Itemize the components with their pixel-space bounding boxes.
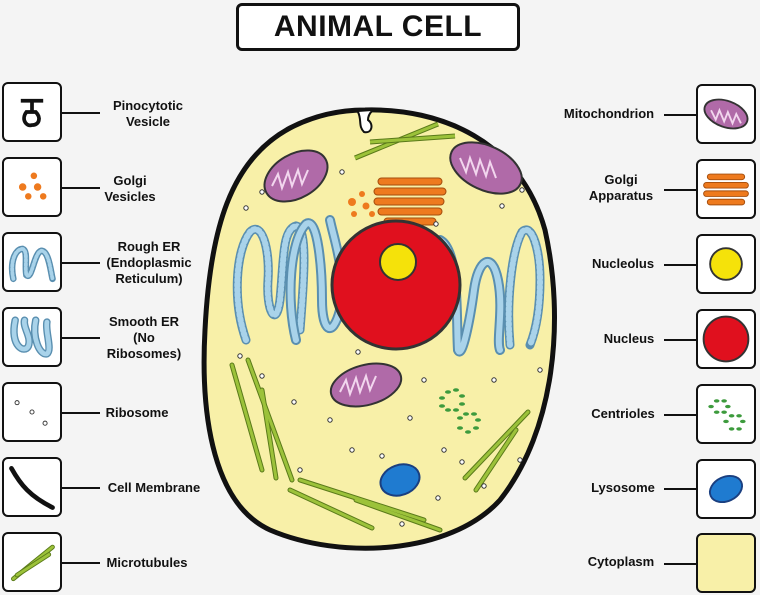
leader-mitochondrion — [664, 114, 696, 116]
label-line: Pinocytotic — [112, 98, 184, 113]
label-line: Centrioles — [591, 406, 655, 421]
key-golgi-vesicles — [2, 157, 62, 217]
key-mitochondrion — [696, 84, 756, 144]
pinocytotic-vesicle-icon — [20, 98, 44, 128]
key-smooth-er — [2, 307, 62, 367]
label-mitochondrion: Mitochondrion — [554, 106, 664, 122]
leader-cytoplasm — [664, 563, 696, 565]
label-line: (Endoplasmic — [106, 255, 192, 270]
label-line: Vesicles — [104, 189, 156, 204]
rough-er-right — [504, 225, 545, 350]
title-box: ANIMAL CELL — [236, 3, 520, 51]
label-pinocytotic-vesicle: Pinocytotic Vesicle — [88, 98, 208, 130]
label-line: Ribosome — [105, 405, 169, 420]
mitochondrion-icon — [703, 98, 749, 130]
label-line: Lysosome — [591, 480, 655, 495]
smooth-er-icon — [10, 316, 53, 358]
golgi-vesicles — [348, 191, 375, 217]
key-centrioles — [696, 384, 756, 444]
label-cell-membrane: Cell Membrane — [94, 480, 214, 496]
label-line: Vesicle — [125, 114, 171, 129]
label-rough-er: Rough ER (Endoplasmic Reticulum) — [89, 239, 209, 287]
label-centrioles: Centrioles — [568, 406, 678, 422]
microtubules-icon — [11, 544, 55, 582]
golgi-apparatus-icon — [703, 173, 749, 206]
ribosome-icon — [14, 400, 48, 426]
key-cell-membrane — [2, 457, 62, 517]
microtubules-lower — [229, 357, 531, 533]
nucleus — [330, 219, 462, 351]
lysosome — [379, 463, 421, 497]
leader-golgi-apparatus — [664, 189, 696, 191]
leader-golgi-vesicles — [62, 187, 100, 189]
key-golgi-apparatus — [696, 159, 756, 219]
label-line: Ribosomes) — [106, 346, 182, 361]
label-line: Nucleus — [603, 331, 655, 346]
leader-smooth-er — [62, 337, 100, 339]
label-golgi-vesicles: Golgi Vesicles — [70, 173, 190, 205]
label-line: Reticulum) — [115, 271, 183, 286]
label-line: Smooth ER — [108, 314, 180, 329]
label-nucleus: Nucleus — [574, 331, 684, 347]
label-line: Mitochondrion — [563, 106, 655, 121]
leader-ribosome — [62, 412, 100, 414]
key-pinocytotic-vesicle — [2, 82, 62, 142]
microtubules-top — [354, 121, 456, 161]
key-nucleolus — [696, 234, 756, 294]
golgi-vesicles-icon — [18, 172, 47, 200]
leader-pinocytotic — [62, 112, 100, 114]
centrioles — [439, 388, 481, 434]
label-nucleolus: Nucleolus — [568, 256, 678, 272]
label-microtubules: Microtubules — [87, 555, 207, 571]
label-line: Cytoplasm — [587, 554, 655, 569]
ribosomes — [237, 169, 543, 527]
key-rough-er — [2, 232, 62, 292]
centrioles-icon — [708, 399, 746, 431]
label-line: Cell Membrane — [107, 480, 201, 495]
mitochondrion-lower — [329, 362, 403, 408]
label-line: Nucleolus — [591, 256, 655, 271]
key-microtubules — [2, 532, 62, 592]
page-title: ANIMAL CELL — [273, 10, 483, 43]
label-line: Golgi — [113, 173, 147, 188]
key-lysosome — [696, 459, 756, 519]
pinocytotic-vesicle — [357, 110, 373, 134]
cell-membrane-icon — [9, 466, 55, 510]
leader-rough-er — [62, 262, 100, 264]
label-golgi-apparatus: Golgi Apparatus — [566, 172, 676, 204]
lysosome-icon — [709, 474, 743, 504]
label-cytoplasm: Cytoplasm — [566, 554, 676, 570]
label-line: Rough ER — [117, 239, 181, 254]
label-lysosome: Lysosome — [568, 480, 678, 496]
mitochondrion-upper-right — [449, 141, 523, 195]
label-smooth-er: Smooth ER (No Ribosomes) — [84, 314, 204, 362]
leader-cell-membrane — [62, 487, 100, 489]
leader-nucleus — [664, 339, 696, 341]
leader-nucleolus — [664, 264, 696, 266]
mitochondrion-upper-left — [263, 149, 329, 203]
label-line: Microtubules — [106, 555, 188, 570]
key-nucleus — [696, 309, 756, 369]
leader-lysosome — [664, 488, 696, 490]
nucleus-icon — [702, 315, 750, 363]
nucleolus — [379, 243, 417, 281]
rough-er-icon — [8, 245, 56, 283]
label-line: Golgi — [604, 172, 638, 187]
leader-centrioles — [664, 414, 696, 416]
nucleolus-icon — [709, 247, 743, 281]
key-cytoplasm — [696, 533, 756, 593]
leader-microtubules — [62, 562, 100, 564]
label-line: Apparatus — [588, 188, 654, 203]
label-line: (No — [133, 330, 155, 345]
key-ribosome — [2, 382, 62, 442]
label-ribosome: Ribosome — [77, 405, 197, 421]
